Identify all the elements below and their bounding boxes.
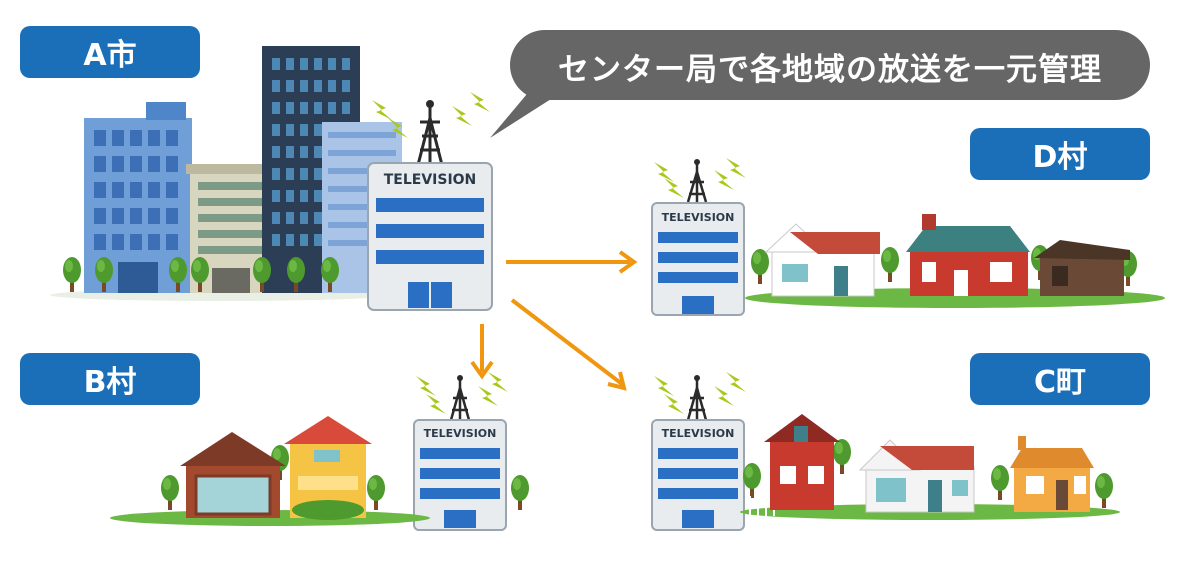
- station-b: TELEVISION: [413, 372, 508, 531]
- label-town-c: C町: [970, 353, 1150, 405]
- antenna-tower-icon: [686, 162, 708, 203]
- lightning-icon: [654, 372, 746, 414]
- label-city-a: A市: [20, 26, 200, 78]
- tv-label-c: TELEVISION: [662, 427, 735, 440]
- antenna-tower-icon: [686, 378, 708, 421]
- label-village-b: B村: [20, 353, 200, 405]
- tv-label-main: TELEVISION: [384, 172, 477, 188]
- arrow-icon: [506, 250, 638, 274]
- arrow-icon: [470, 324, 494, 380]
- speech-bubble-text: センター局で各地域の放送を一元管理: [558, 51, 1102, 88]
- village-d-houses: [745, 214, 1165, 308]
- tv-label-d: TELEVISION: [662, 211, 735, 224]
- antenna-tower-icon: [449, 378, 471, 421]
- city-a-buildings: [50, 46, 402, 301]
- label-village-d: D村: [970, 128, 1150, 180]
- tv-label-b: TELEVISION: [424, 427, 497, 440]
- arrow-icon: [510, 298, 627, 391]
- antenna-tower-icon: [416, 104, 444, 166]
- station-d: TELEVISION: [651, 158, 746, 316]
- speech-bubble: [490, 30, 1150, 138]
- town-c-houses: [740, 414, 1120, 520]
- station-c: TELEVISION: [651, 372, 746, 531]
- main-tv-station: TELEVISION: [367, 92, 493, 311]
- village-b-houses: [110, 416, 529, 526]
